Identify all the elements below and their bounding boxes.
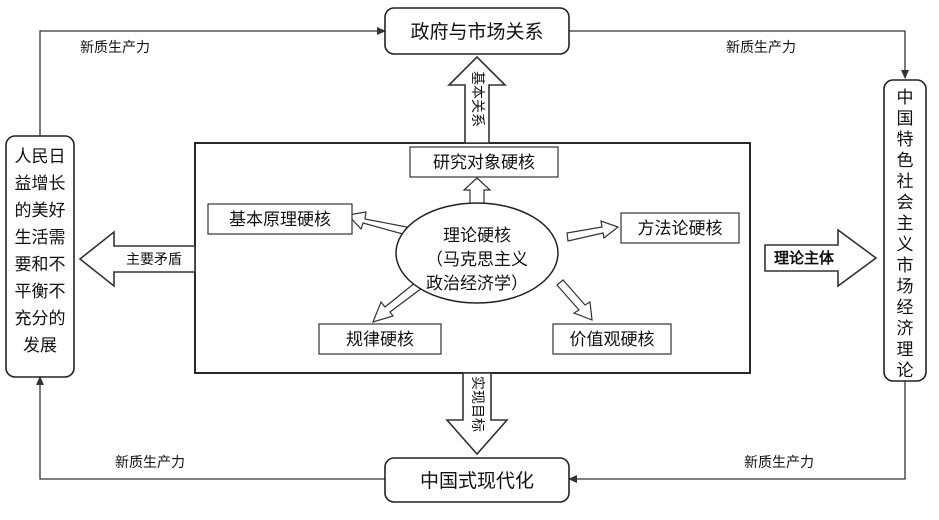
theory-core-line-2: （马克思主义 (426, 250, 528, 270)
right-char-13: 理 (897, 340, 914, 360)
achieve-goal-arrow: 实现目标 (445, 372, 509, 456)
people-needs-box: 人民日 益增长 的美好 生活需 要和不 平衡不 充分的 发展 (5, 135, 75, 378)
arrow-to-value (556, 279, 593, 321)
theoretical-subject-label: 理论主体 (774, 249, 835, 267)
right-char-8: 义 (897, 235, 914, 255)
loop-line-top-left (39, 27, 386, 136)
theoretical-subject-arrow: 理论主体 (764, 228, 878, 288)
value-core-box: 价值观硬核 (552, 323, 672, 355)
research-object-core-box: 研究对象硬核 (409, 146, 559, 178)
value-core-label: 价值观硬核 (570, 330, 655, 350)
chinese-modernization-label: 中国式现代化 (420, 470, 534, 492)
loop-line-top-right (569, 30, 909, 79)
chinese-modernization-box: 中国式现代化 (384, 457, 570, 503)
loop-label-bottom-right: 新质生产力 (744, 455, 814, 471)
right-char-11: 经 (897, 298, 914, 318)
basic-relationship-label: 基本关系 (469, 71, 486, 127)
right-char-12: 济 (897, 319, 914, 339)
loop-line-bottom-right (568, 381, 906, 483)
people-needs-line-5: 要和不 (15, 255, 66, 275)
loop-label-top-left: 新质生产力 (80, 40, 150, 56)
loop-label-top-right: 新质生产力 (726, 40, 796, 56)
right-char-3: 特 (897, 130, 914, 150)
right-char-2: 国 (897, 109, 914, 129)
arrow-to-methodology (566, 220, 620, 242)
achieve-goal-label: 实现目标 (469, 376, 485, 432)
government-market-label: 政府与市场关系 (410, 21, 543, 43)
right-char-10: 场 (897, 277, 914, 297)
theory-core-ellipse: 理论硬核 （马克思主义 政治经济学） (395, 202, 559, 304)
theory-core-title: 理论硬核 (443, 226, 511, 246)
basic-relationship-arrow: 基本关系 (447, 55, 507, 144)
right-char-6: 会 (897, 193, 914, 213)
loop-line-bottom-left (36, 376, 385, 480)
arrow-to-law (371, 281, 423, 323)
right-char-4: 色 (897, 151, 914, 171)
people-needs-line-3: 的美好 (15, 201, 66, 221)
methodology-core-box: 方法论硬核 (620, 212, 740, 244)
right-char-1: 中 (897, 88, 914, 108)
right-char-9: 市 (897, 256, 914, 276)
research-object-core-label: 研究对象硬核 (433, 153, 535, 173)
people-needs-line-1: 人民日 (15, 147, 66, 167)
people-needs-line-4: 生活需 (15, 228, 66, 248)
people-needs-line-7: 充分的 (15, 309, 66, 329)
basic-principle-core-label: 基本原理硬核 (229, 210, 331, 230)
government-market-box: 政府与市场关系 (384, 7, 570, 55)
law-core-label: 规律硬核 (346, 330, 414, 350)
main-contradiction-label: 主要矛盾 (126, 252, 182, 268)
people-needs-line-2: 益增长 (15, 174, 66, 194)
methodology-core-label: 方法论硬核 (638, 219, 723, 239)
arrow-to-research-object (462, 177, 492, 205)
right-char-14: 论 (897, 361, 914, 381)
loop-label-bottom-left: 新质生产力 (115, 455, 185, 471)
main-contradiction-arrow: 主要矛盾 (78, 230, 196, 288)
people-needs-line-8: 发展 (23, 336, 57, 356)
law-core-box: 规律硬核 (318, 323, 442, 355)
basic-principle-core-box: 基本原理硬核 (207, 203, 353, 235)
people-needs-line-6: 平衡不 (15, 282, 66, 302)
theory-core-line-3: 政治经济学） (426, 274, 528, 294)
right-char-5: 社 (897, 172, 914, 192)
socialist-market-theory-box: 中 国 特 色 社 会 主 义 市 场 经 济 理 论 (883, 79, 927, 382)
right-char-7: 主 (897, 214, 914, 234)
